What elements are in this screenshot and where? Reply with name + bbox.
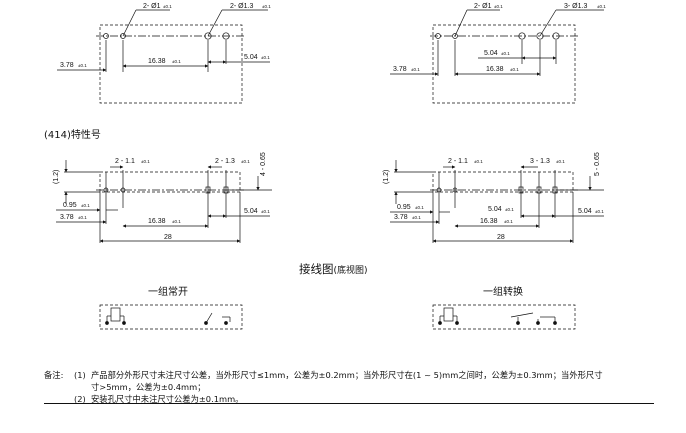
tr-pin-a-label: 2- Ø1 xyxy=(474,3,492,10)
wiring-normally-open-symbol xyxy=(99,304,243,330)
pin-hole xyxy=(222,32,230,40)
note-item: 备注: (1) 产品部分外形尺寸未注尺寸公差，当外形尺寸≤1mm，公差为±0.2… xyxy=(44,369,654,381)
relay-outline xyxy=(432,24,576,104)
note-text-cont: 寸>5mm，公差为±0.4mm； xyxy=(91,382,206,392)
tolerance: ±0.1 xyxy=(261,55,270,60)
relay-outline xyxy=(99,24,243,104)
tolerance: ±0.1 xyxy=(597,4,606,9)
bottom-left-side-view xyxy=(56,160,272,243)
wiring-diagram-title: 接线图(底视图) xyxy=(299,261,368,277)
tl-pin-b-label: 2- Ø1.3 xyxy=(230,3,253,10)
tolerance: ±0.1 xyxy=(505,207,514,212)
bl-dim-d1: 3.78 xyxy=(60,214,74,221)
tolerance: ±0.1 xyxy=(474,159,483,164)
pin-hole xyxy=(518,32,526,40)
br-dim-d0: 0.95 xyxy=(397,204,411,211)
bl-dim-height: (1.2) xyxy=(53,170,60,184)
switch-contact-icon xyxy=(510,312,534,318)
tolerance: ±0.1 xyxy=(556,159,565,164)
tolerance: ±0.1 xyxy=(261,209,270,214)
note-item: (2) 安装孔尺寸中未注尺寸公差为±0.1mm。 xyxy=(44,393,654,405)
wiring-subtitle: (底视图) xyxy=(333,266,368,276)
bl-pin-a-label: 2 - 1.1 xyxy=(115,158,135,165)
tolerance: ±0.1 xyxy=(411,67,420,72)
pin-hole xyxy=(204,32,212,40)
br-dim-d3-inner: 5.04 xyxy=(488,206,502,213)
br-pin-b-label: 3 - 1.3 xyxy=(530,158,550,165)
tolerance: ±0.1 xyxy=(78,215,87,220)
bl-dim-d3: 5.04 xyxy=(244,208,258,215)
bottom-right-side-view xyxy=(390,160,604,243)
tr-dim-d2: 16.38 xyxy=(486,66,504,73)
switch-contact-icon xyxy=(205,312,213,324)
top-left-hole-layout xyxy=(57,9,270,104)
tl-dim-d2: 16.38 xyxy=(148,58,166,65)
br-pin-a-label: 2 - 1.1 xyxy=(448,158,468,165)
wiring-changeover-symbol xyxy=(432,304,576,330)
br-dim-width: 28 xyxy=(497,234,505,241)
tl-dim-d3: 5.04 xyxy=(244,54,258,61)
pin-hole xyxy=(536,32,544,40)
wiring-title-text: 接线图 xyxy=(299,262,334,276)
tolerance: ±0.1 xyxy=(172,59,181,64)
br-dim-height: (1.2) xyxy=(383,170,390,184)
note-text: 安装孔尺寸中未注尺寸公差为±0.1mm。 xyxy=(91,394,244,404)
notes-prefix: 备注: xyxy=(44,370,64,380)
bl-dim-d0: 0.95 xyxy=(63,202,77,209)
tolerance: ±0.1 xyxy=(81,203,90,208)
note-continuation: 寸>5mm，公差为±0.4mm； xyxy=(44,381,654,393)
tolerance: ±0.1 xyxy=(262,4,271,9)
pin-hole xyxy=(552,32,560,40)
tolerance: ±0.1 xyxy=(163,4,172,9)
tolerance: ±0.1 xyxy=(415,205,424,210)
notes-block: 备注: (1) 产品部分外形尺寸未注尺寸公差，当外形尺寸≤1mm，公差为±0.2… xyxy=(44,369,654,405)
changeover-caption: 一组转换 xyxy=(483,287,523,298)
tolerance: ±0.1 xyxy=(510,67,519,72)
bl-dim-width: 28 xyxy=(164,234,172,241)
bl-dim-vert: 4 - 0.65 xyxy=(260,152,267,176)
pin-hole xyxy=(452,33,458,39)
pin-hole xyxy=(120,33,126,39)
bottom-rule xyxy=(44,403,654,404)
bl-pin-b-label: 2 - 1.3 xyxy=(215,158,235,165)
tl-dim-d1: 3.78 xyxy=(60,62,74,69)
note-number: (2) xyxy=(74,394,86,404)
relay-outline xyxy=(432,171,574,193)
tolerance: ±0.1 xyxy=(494,4,503,9)
tolerance: ±0.1 xyxy=(595,209,604,214)
tolerance: ±0.1 xyxy=(141,159,150,164)
tr-pin-b-label: 3- Ø1.3 xyxy=(564,3,587,10)
tolerance: ±0.1 xyxy=(172,219,181,224)
relay-outline xyxy=(99,171,241,193)
section-heading: (414)特性号 xyxy=(44,130,101,141)
pin-hole xyxy=(435,33,441,39)
top-right-hole-layout xyxy=(390,9,604,104)
tolerance: ±0.1 xyxy=(412,215,421,220)
tl-pin-a-label: 2- Ø1 xyxy=(143,3,161,10)
tolerance: ±0.1 xyxy=(504,219,513,224)
tr-dim-d1: 3.78 xyxy=(393,66,407,73)
note-text: 产品部分外形尺寸未注尺寸公差，当外形尺寸≤1mm，公差为±0.2mm；当外形尺寸… xyxy=(91,370,603,380)
tolerance: ±0.1 xyxy=(241,159,250,164)
pin-hole xyxy=(103,33,109,39)
note-number: (1) xyxy=(74,370,86,380)
br-dim-d1: 3.78 xyxy=(394,214,408,221)
normally-open-caption: 一组常开 xyxy=(148,287,188,298)
coil-icon xyxy=(443,307,454,322)
tolerance: ±0.1 xyxy=(501,51,510,56)
bl-dim-d2: 16.38 xyxy=(148,218,166,225)
coil-icon xyxy=(110,307,121,322)
br-dim-vert: 5 - 0.65 xyxy=(594,152,601,176)
br-dim-d3: 5.04 xyxy=(578,208,592,215)
tr-dim-d3: 5.04 xyxy=(484,50,498,57)
tolerance: ±0.1 xyxy=(78,63,87,68)
br-dim-d2: 16.38 xyxy=(480,218,498,225)
